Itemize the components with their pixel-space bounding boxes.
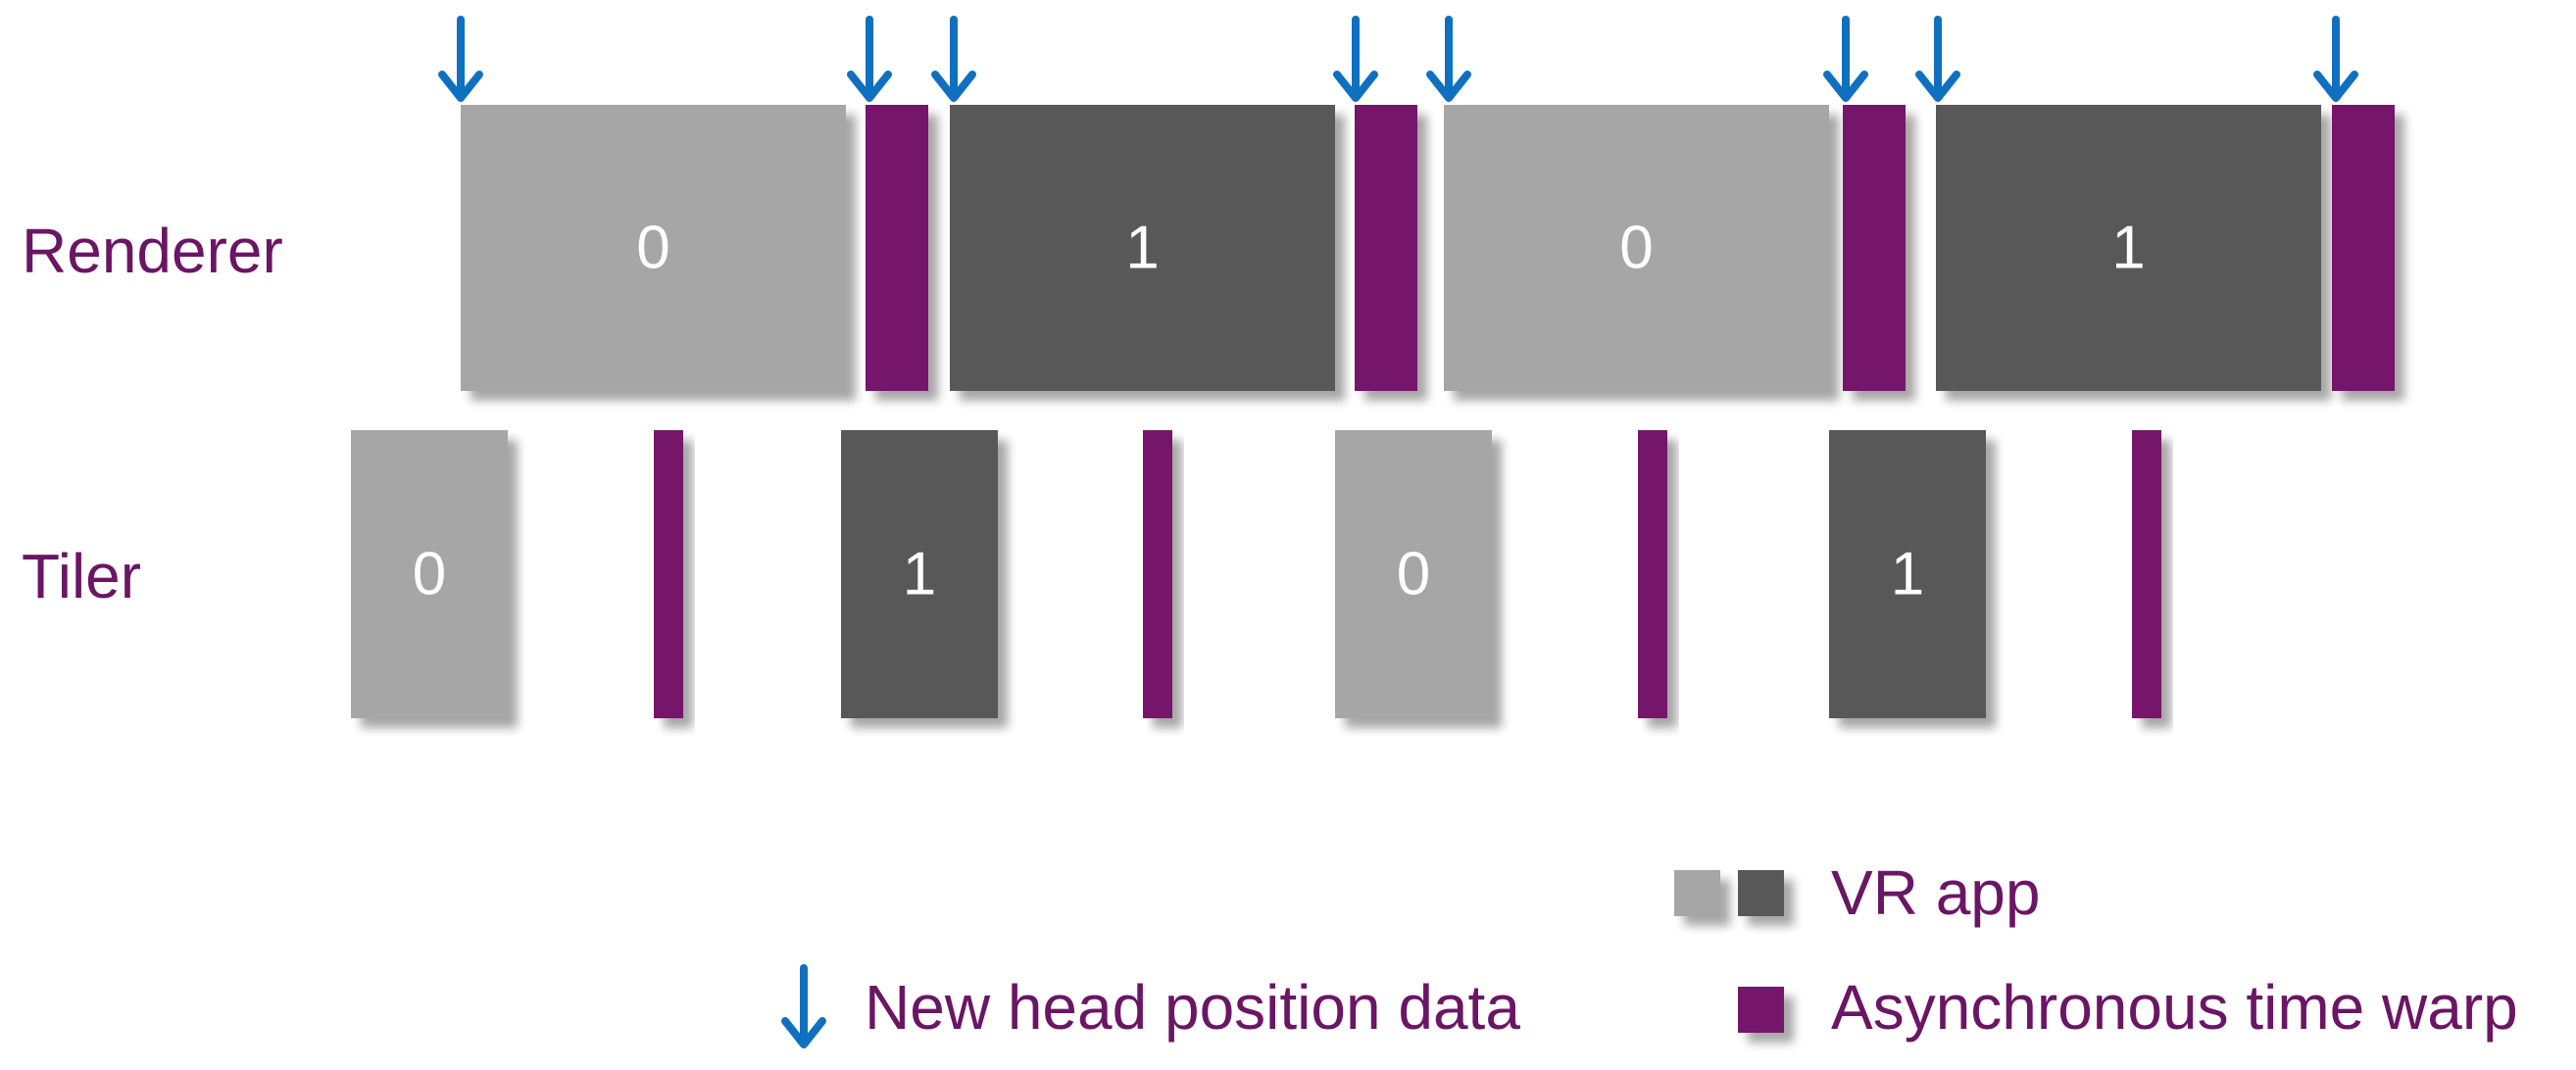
tiler-time-warp-block: [1638, 430, 1667, 718]
tiler-frame-1-block: 1: [1829, 430, 1986, 718]
tiler-frame-1-label: 1: [903, 541, 936, 608]
tiler-time-warp-block: [2132, 430, 2161, 718]
legend-vr-app-label: VR app: [1831, 857, 2040, 928]
renderer-frame-0-block: 0: [461, 105, 846, 391]
legend-swatch-vr-app-light: [1674, 870, 1720, 916]
renderer-frame-0-label: 0: [1619, 215, 1653, 282]
renderer-frame-1-label: 1: [1125, 215, 1159, 282]
renderer-row: 0 1 0 1: [461, 105, 2395, 391]
renderer-row-label: Renderer: [22, 216, 283, 286]
legend-swatch-vr-app-dark: [1738, 870, 1784, 916]
legend-arrow-down-icon: [781, 964, 826, 1048]
tiler-row: 0 1 0 1: [351, 430, 2161, 718]
arrow-down-icon: [1333, 16, 1378, 102]
legend: VR app New head position data Asynchrono…: [781, 857, 2518, 1048]
tiler-frame-1-block: 1: [841, 430, 998, 718]
tiler-frame-0-label: 0: [413, 541, 446, 608]
renderer-time-warp-block: [866, 105, 928, 391]
renderer-time-warp-block: [2332, 105, 2395, 391]
renderer-frame-1-label: 1: [2111, 215, 2145, 282]
renderer-frame-0-label: 0: [636, 215, 669, 282]
arrow-down-icon: [1426, 16, 1471, 102]
arrow-down-icon: [2313, 16, 2358, 102]
arrow-down-icon: [1823, 16, 1868, 102]
legend-head-position-label: New head position data: [865, 972, 1520, 1043]
arrow-down-icon: [931, 16, 976, 102]
legend-swatch-time-warp: [1738, 987, 1784, 1033]
tiler-frame-0-label: 0: [1397, 541, 1430, 608]
arrow-down-icon: [847, 16, 892, 102]
renderer-frame-1-block: 1: [950, 105, 1335, 391]
renderer-time-warp-block: [1843, 105, 1906, 391]
tiler-frame-0-block: 0: [351, 430, 508, 718]
tiler-frame-1-label: 1: [1891, 541, 1924, 608]
arrow-down-icon: [438, 16, 483, 102]
tiler-time-warp-block: [1143, 430, 1172, 718]
arrow-down-icon: [1915, 16, 1960, 102]
renderer-time-warp-block: [1355, 105, 1417, 391]
tiler-frame-0-block: 0: [1335, 430, 1492, 718]
renderer-frame-0-block: 0: [1444, 105, 1829, 391]
head-position-arrows: [438, 16, 2358, 102]
tiler-time-warp-block: [654, 430, 683, 718]
renderer-frame-1-block: 1: [1936, 105, 2321, 391]
legend-time-warp-label: Asynchronous time warp: [1831, 972, 2518, 1043]
tiler-row-label: Tiler: [22, 541, 141, 611]
